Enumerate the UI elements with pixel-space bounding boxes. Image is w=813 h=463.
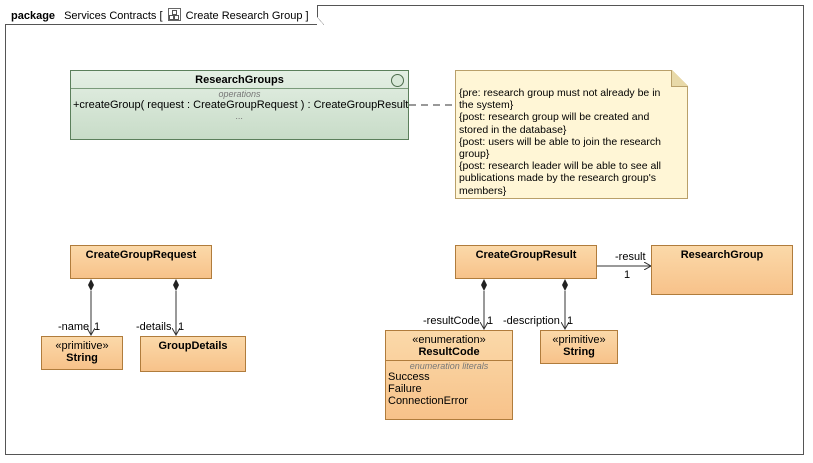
literals-compartment-label: enumeration literals — [409, 361, 489, 371]
research-group-class[interactable]: ResearchGroup — [651, 245, 793, 295]
class-name: String — [66, 352, 98, 364]
stereotype-label: «enumeration» — [412, 334, 486, 346]
bracket-close: ] — [305, 10, 309, 22]
result-code-enumeration[interactable]: «enumeration» ResultCode enumeration lit… — [385, 330, 513, 420]
note-line: group} — [459, 148, 490, 161]
create-group-request-class[interactable]: CreateGroupRequest — [70, 245, 212, 279]
note-line: {post: users will be able to join the re… — [459, 135, 661, 148]
string-primitive-1[interactable]: «primitive» String — [41, 336, 123, 370]
details-role-label: -details — [136, 321, 172, 333]
package-name: Services Contracts — [64, 10, 157, 22]
string-primitive-2[interactable]: «primitive» String — [540, 330, 618, 364]
name-role-label: -name — [58, 321, 90, 333]
diagram-frame — [5, 5, 804, 455]
class-name: ResultCode — [386, 346, 512, 361]
note-line: the system} — [459, 99, 514, 112]
frame-keyword: package — [11, 10, 56, 22]
description-multiplicity: 1 — [567, 315, 574, 327]
stereotype-label: «primitive» — [55, 340, 109, 352]
enum-literal: Failure — [388, 383, 422, 395]
class-name: CreateGroupRequest — [85, 249, 197, 261]
association-details — [173, 279, 179, 335]
class-name: String — [563, 346, 595, 358]
group-details-class[interactable]: GroupDetails — [140, 336, 246, 372]
class-name: ResearchGroup — [680, 249, 764, 261]
operations-compartment-label: operations — [218, 89, 261, 99]
result-role-label: -result — [615, 251, 646, 263]
interface-icon — [391, 74, 404, 87]
class-name: CreateGroupResult — [475, 249, 577, 261]
details-multiplicity: 1 — [178, 321, 185, 333]
operations-ellipsis: ... — [235, 111, 244, 121]
note-line: stored in the database} — [459, 123, 567, 136]
note-line: {post: research leader will be able to s… — [459, 160, 661, 173]
stereotype-label: «primitive» — [552, 334, 606, 346]
note-line: {pre: research group must not already be… — [459, 87, 661, 99]
interface-name: ResearchGroups — [71, 71, 408, 89]
association-name — [88, 279, 94, 335]
create-group-result-class[interactable]: CreateGroupResult — [455, 245, 597, 279]
result-code-role-label: -resultCode — [423, 315, 480, 327]
create-group-operation: +createGroup( request : CreateGroupReque… — [73, 99, 409, 111]
name-multiplicity: 1 — [94, 321, 101, 333]
constraints-note[interactable]: {pre: research group must not already be… — [455, 70, 688, 199]
diagram-frame-header: package Services Contracts [ Create Rese… — [5, 5, 324, 25]
note-line: members} — [459, 184, 507, 197]
class-diagram-icon — [167, 8, 181, 21]
association-result-code — [481, 279, 487, 329]
association-description — [562, 279, 568, 329]
result-multiplicity: 1 — [624, 269, 631, 281]
note-line: publications made by the research group'… — [459, 172, 656, 185]
enum-literal: ConnectionError — [388, 395, 469, 407]
result-code-multiplicity: 1 — [487, 315, 494, 327]
research-groups-interface[interactable]: ResearchGroups operations +createGroup( … — [70, 70, 409, 140]
note-line: {post: research group will be created an… — [459, 111, 650, 124]
bracket-open: [ — [159, 10, 163, 22]
enum-literal: Success — [388, 371, 430, 383]
class-name: GroupDetails — [158, 340, 228, 352]
diagram-name: Create Research Group — [185, 10, 303, 22]
description-role-label: -description — [503, 315, 560, 327]
